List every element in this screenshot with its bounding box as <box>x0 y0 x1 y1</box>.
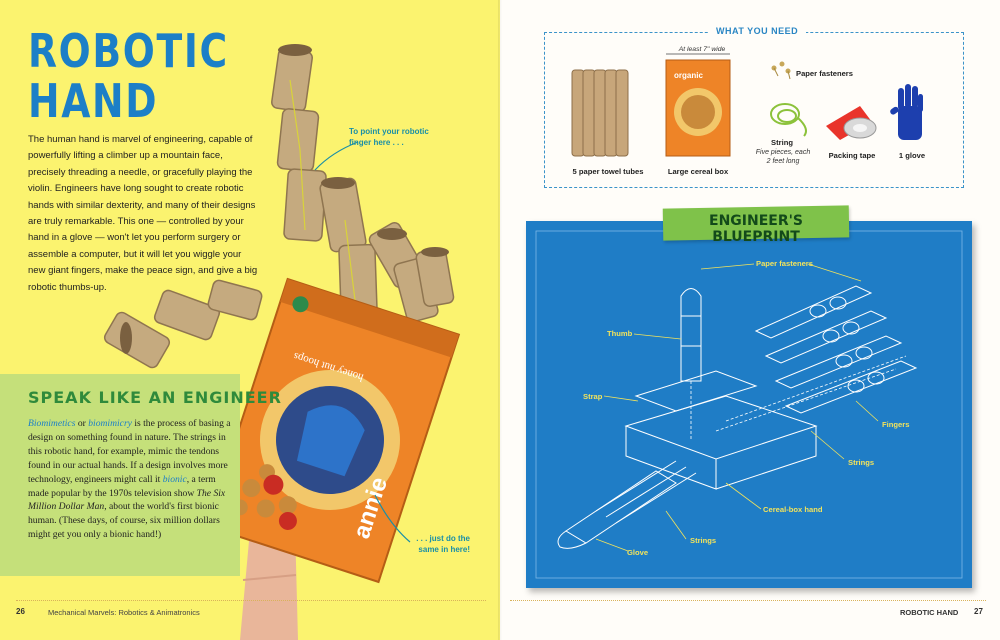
speak-title: SPEAK LIKE AN ENGINEER <box>28 388 282 407</box>
page-number-left: 26 <box>16 607 25 616</box>
need-paper-tubes: 5 paper towel tubes <box>572 167 644 176</box>
box-width-note: At least 7" wide <box>678 46 726 53</box>
callout-point-finger: To point your robotic finger here . . . <box>349 127 429 147</box>
blueprint-panel <box>526 221 972 588</box>
what-you-need-title: WHAT YOU NEED <box>708 26 807 36</box>
blueprint-drawing <box>535 230 963 579</box>
page-title: ROBOTIC HAND <box>28 26 229 126</box>
label-thumb: Thumb <box>607 329 633 338</box>
footer-rule-right <box>510 600 986 601</box>
label-strings-upper: Strings <box>848 458 875 467</box>
label-paper-fasteners: Paper fasteners <box>756 259 813 268</box>
running-head-right: ROBOTIC HAND <box>900 608 959 617</box>
need-glove: 1 glove <box>898 151 926 160</box>
blueprint-title: ENGINEER'S BLUEPRINT <box>709 213 803 245</box>
string-icon <box>770 103 807 137</box>
term-biomimicry: biomimicry <box>88 418 132 429</box>
label-cereal-box-hand: Cereal-box hand <box>763 505 823 514</box>
show-title: The Six Million Dollar Man <box>28 487 226 513</box>
label-fingers: Fingers <box>882 420 910 429</box>
callout-same-in-here: . . . just do the same in here! <box>416 534 470 554</box>
label-strap: Strap <box>583 392 603 401</box>
title-line-2: HAND <box>28 74 159 128</box>
need-string-note: Five pieces, each 2 feet long <box>755 149 811 165</box>
speak-text-2: , a term made popular by the 1970s telev… <box>28 473 216 499</box>
robotic-hand-photo: annie honey nut hoops <box>103 44 461 640</box>
tape-icon <box>826 106 877 140</box>
cereal-box-icon: organic <box>665 53 731 157</box>
speak-body: Biomimetics or biomimicry is the process… <box>28 417 238 542</box>
speak-or: or <box>75 418 89 429</box>
glove-icon <box>890 84 923 140</box>
needs-illustrations: organic <box>571 53 923 157</box>
term-bionic: bionic <box>162 473 187 485</box>
intro-paragraph: The human hand is marvel of engineering,… <box>28 134 258 293</box>
need-packing-tape: Packing tape <box>828 151 876 160</box>
need-paper-fasteners: Paper fasteners <box>796 69 853 78</box>
speak-like-engineer-box <box>0 374 240 576</box>
label-glove: Glove <box>627 548 649 557</box>
need-string: String <box>771 138 793 147</box>
speak-text-3: , about the world's first bionic human. … <box>28 501 220 541</box>
paper-tube-icon <box>571 69 629 157</box>
footer-rule-left <box>16 600 486 601</box>
term-biomimetics: Biomimetics <box>28 418 76 429</box>
paper-fastener-icon <box>771 61 791 80</box>
need-cereal-box: Large cereal box <box>667 167 729 176</box>
title-line-1: ROBOTIC <box>28 24 229 78</box>
speak-text-1: is the process of basing a design on som… <box>28 418 231 485</box>
book-spine <box>498 0 502 640</box>
running-head-left: Mechanical Marvels: Robotics & Animatron… <box>48 608 200 617</box>
svg-text:organic: organic <box>674 71 703 80</box>
page-number-right: 27 <box>974 607 983 616</box>
label-strings-lower: Strings <box>690 536 717 545</box>
